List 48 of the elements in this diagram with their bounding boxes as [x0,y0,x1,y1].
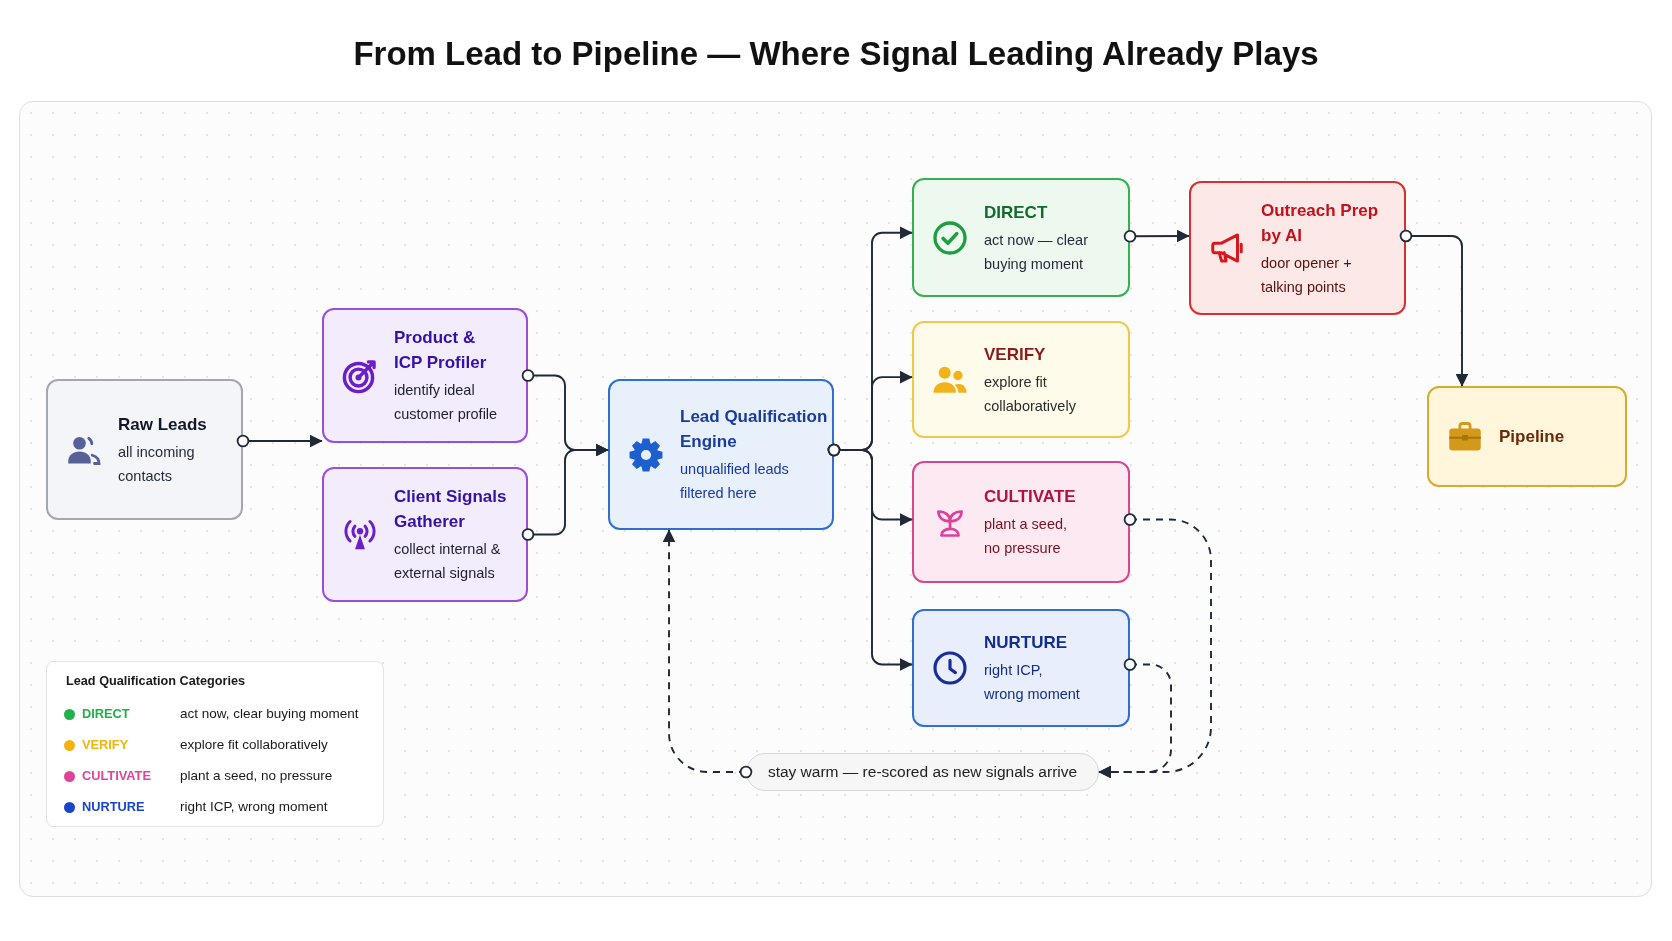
process-card [46,379,243,520]
node-description: explore fit collaboratively [984,372,1077,416]
process-card [912,321,1130,438]
node-description: identify ideal customer profile [394,381,499,424]
node-title: Client Signals Gatherer [394,486,508,533]
node-title: CULTIVATE [984,486,1076,508]
process-card [912,461,1130,583]
legend-description: act now, clear buying moment [180,706,359,722]
node-description: unqualified leads filtered here [680,460,790,503]
node-description: collect internal & external signals [394,540,502,583]
node-title: Raw Leads [118,413,207,436]
process-card [912,609,1130,727]
process-card [322,467,528,602]
arrow [236,434,323,448]
legend-category: DIRECT [82,706,130,722]
legend-category: NURTURE [82,799,145,815]
dashed-arrow [662,529,753,779]
node-description: all incoming contacts [118,442,196,486]
process-card [608,379,834,530]
node-description: plant a seed, no pressure [984,515,1069,558]
node-title: Product & ICP Profiler [394,327,488,374]
node-title: DIRECT [984,201,1048,224]
node-title: NURTURE [984,632,1068,654]
legend-category: CULTIVATE [82,768,151,784]
arrow [1399,229,1469,387]
legend-description: plant a seed, no pressure [180,768,333,784]
loop-note-text: stay warm — re-scored as new signals arrive [767,762,1078,782]
feedback-pill [746,753,1099,791]
node-title: Outreach Prep by AI [1261,199,1380,247]
legend-title: Lead Qualification Categories [66,673,246,689]
node-title: Lead Qualification Engine [680,406,829,453]
process-card [322,308,528,443]
node-description: right ICP, wrong moment [984,661,1081,704]
legend-category: VERIFY [82,737,129,753]
arrow [827,443,913,671]
node-description: act now — clear buying moment [984,230,1089,274]
node-title: Pipeline [1499,426,1565,448]
legend-description: right ICP, wrong moment [180,799,328,815]
arrow [521,443,609,541]
page-title: From Lead to Pipeline — Where Signal Leading Already Plays [353,34,1319,74]
arrow [1123,229,1190,243]
node-title: VERIFY [984,343,1046,366]
process-card [912,178,1130,297]
process-card [1427,386,1627,487]
dashed-arrow [1098,658,1172,779]
node-description: door opener + talking points [1261,253,1353,297]
process-card [1189,181,1406,315]
legend-description: explore fit collaboratively [180,737,328,753]
